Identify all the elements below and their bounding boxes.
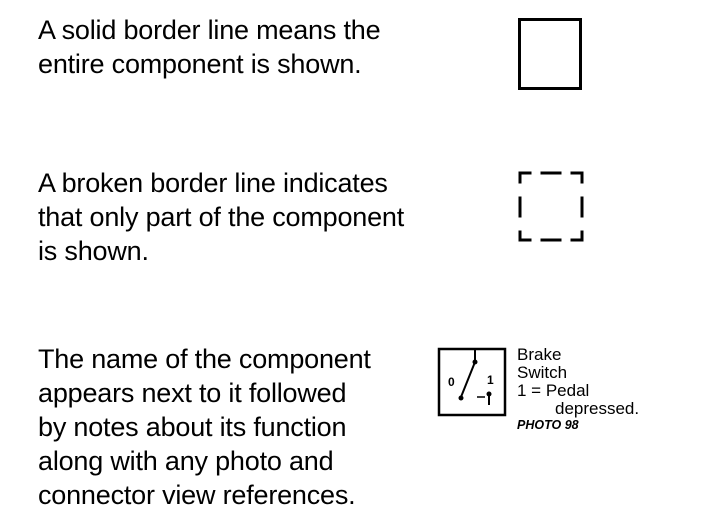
broken-border-symbol [518, 171, 584, 242]
switch-position-1-label: 1 [487, 373, 494, 387]
photo-reference: PHOTO 98 [517, 418, 579, 432]
solid-border-description: A solid border line means the entire com… [38, 15, 381, 79]
brake-switch-symbol: 0 1 [437, 347, 507, 417]
switch-position-0-label: 0 [448, 375, 455, 389]
component-name-description: The name of the component appears next t… [38, 344, 371, 510]
component-name-line-2: Switch [517, 363, 568, 382]
solid-border-symbol [518, 18, 582, 90]
broken-border-description: A broken border line indicates that only… [38, 168, 405, 266]
function-note-line-2: depressed. [555, 399, 640, 418]
function-note-line-1: 1 = Pedal [517, 381, 590, 400]
brake-switch-notes: Brake Switch 1 = Pedal depressed. PHOTO … [517, 345, 640, 433]
component-name-line-1: Brake [517, 345, 562, 364]
